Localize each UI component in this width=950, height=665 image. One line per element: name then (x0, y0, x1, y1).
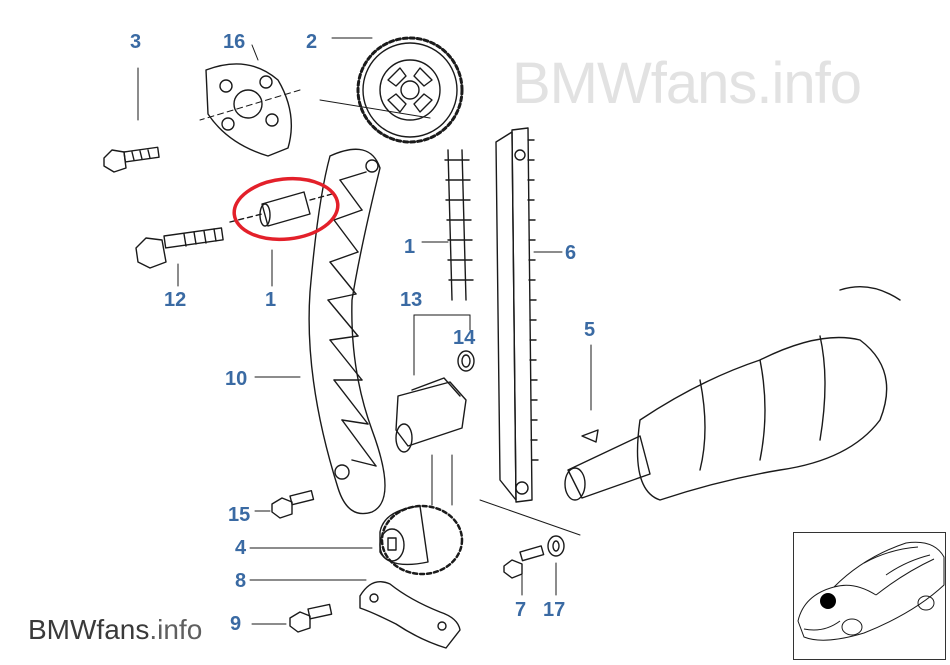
callout-6[interactable]: 6 (565, 242, 577, 264)
callout-3[interactable]: 3 (130, 31, 142, 53)
leader-lines (137, 37, 592, 625)
watermark-small-brand: BMWfans (28, 614, 150, 645)
bolt-12 (135, 227, 224, 269)
callout-15[interactable]: 15 (228, 504, 251, 526)
callout-9[interactable]: 9 (230, 613, 242, 635)
washer-17 (547, 535, 565, 557)
bolt-9 (289, 603, 333, 633)
callout-8[interactable]: 8 (235, 570, 247, 592)
callout-10[interactable]: 10 (225, 368, 248, 390)
location-thumbnail (793, 532, 946, 660)
callout-17[interactable]: 17 (543, 599, 566, 621)
crankshaft (564, 285, 901, 501)
chain-tensioner (395, 377, 467, 453)
bolt-15 (271, 489, 315, 519)
callout-4[interactable]: 4 (235, 537, 247, 559)
callout-13[interactable]: 13 (400, 289, 423, 311)
watermark-small-suffix: .info (149, 614, 203, 645)
camshaft-sprocket (356, 36, 464, 144)
highlight-ring (232, 176, 340, 242)
watermark-small: BMWfans.info (28, 614, 202, 646)
timing-chain (444, 149, 474, 301)
bolt-3 (103, 146, 160, 173)
watermark-large: BMWfans.info (512, 51, 862, 116)
callout-16[interactable]: 16 (223, 31, 246, 53)
callout-2[interactable]: 2 (306, 31, 318, 53)
guide-rail (495, 127, 539, 503)
callout-11[interactable]: 1 (265, 289, 277, 311)
seal-ring-14 (457, 350, 475, 372)
bolt-7 (503, 545, 545, 579)
callout-14[interactable]: 14 (453, 327, 476, 349)
tensioner-rail (308, 148, 386, 515)
crankshaft-sprocket (379, 504, 464, 576)
callout-7[interactable]: 7 (515, 599, 527, 621)
cover-plate (205, 63, 293, 157)
callout-1-chain[interactable]: 1 (404, 236, 416, 258)
callout-5[interactable]: 5 (584, 319, 596, 341)
sleeve-11 (229, 191, 333, 227)
car-location-icon (797, 541, 945, 641)
callout-12[interactable]: 12 (164, 289, 187, 311)
rail-shoe-8 (359, 581, 461, 649)
